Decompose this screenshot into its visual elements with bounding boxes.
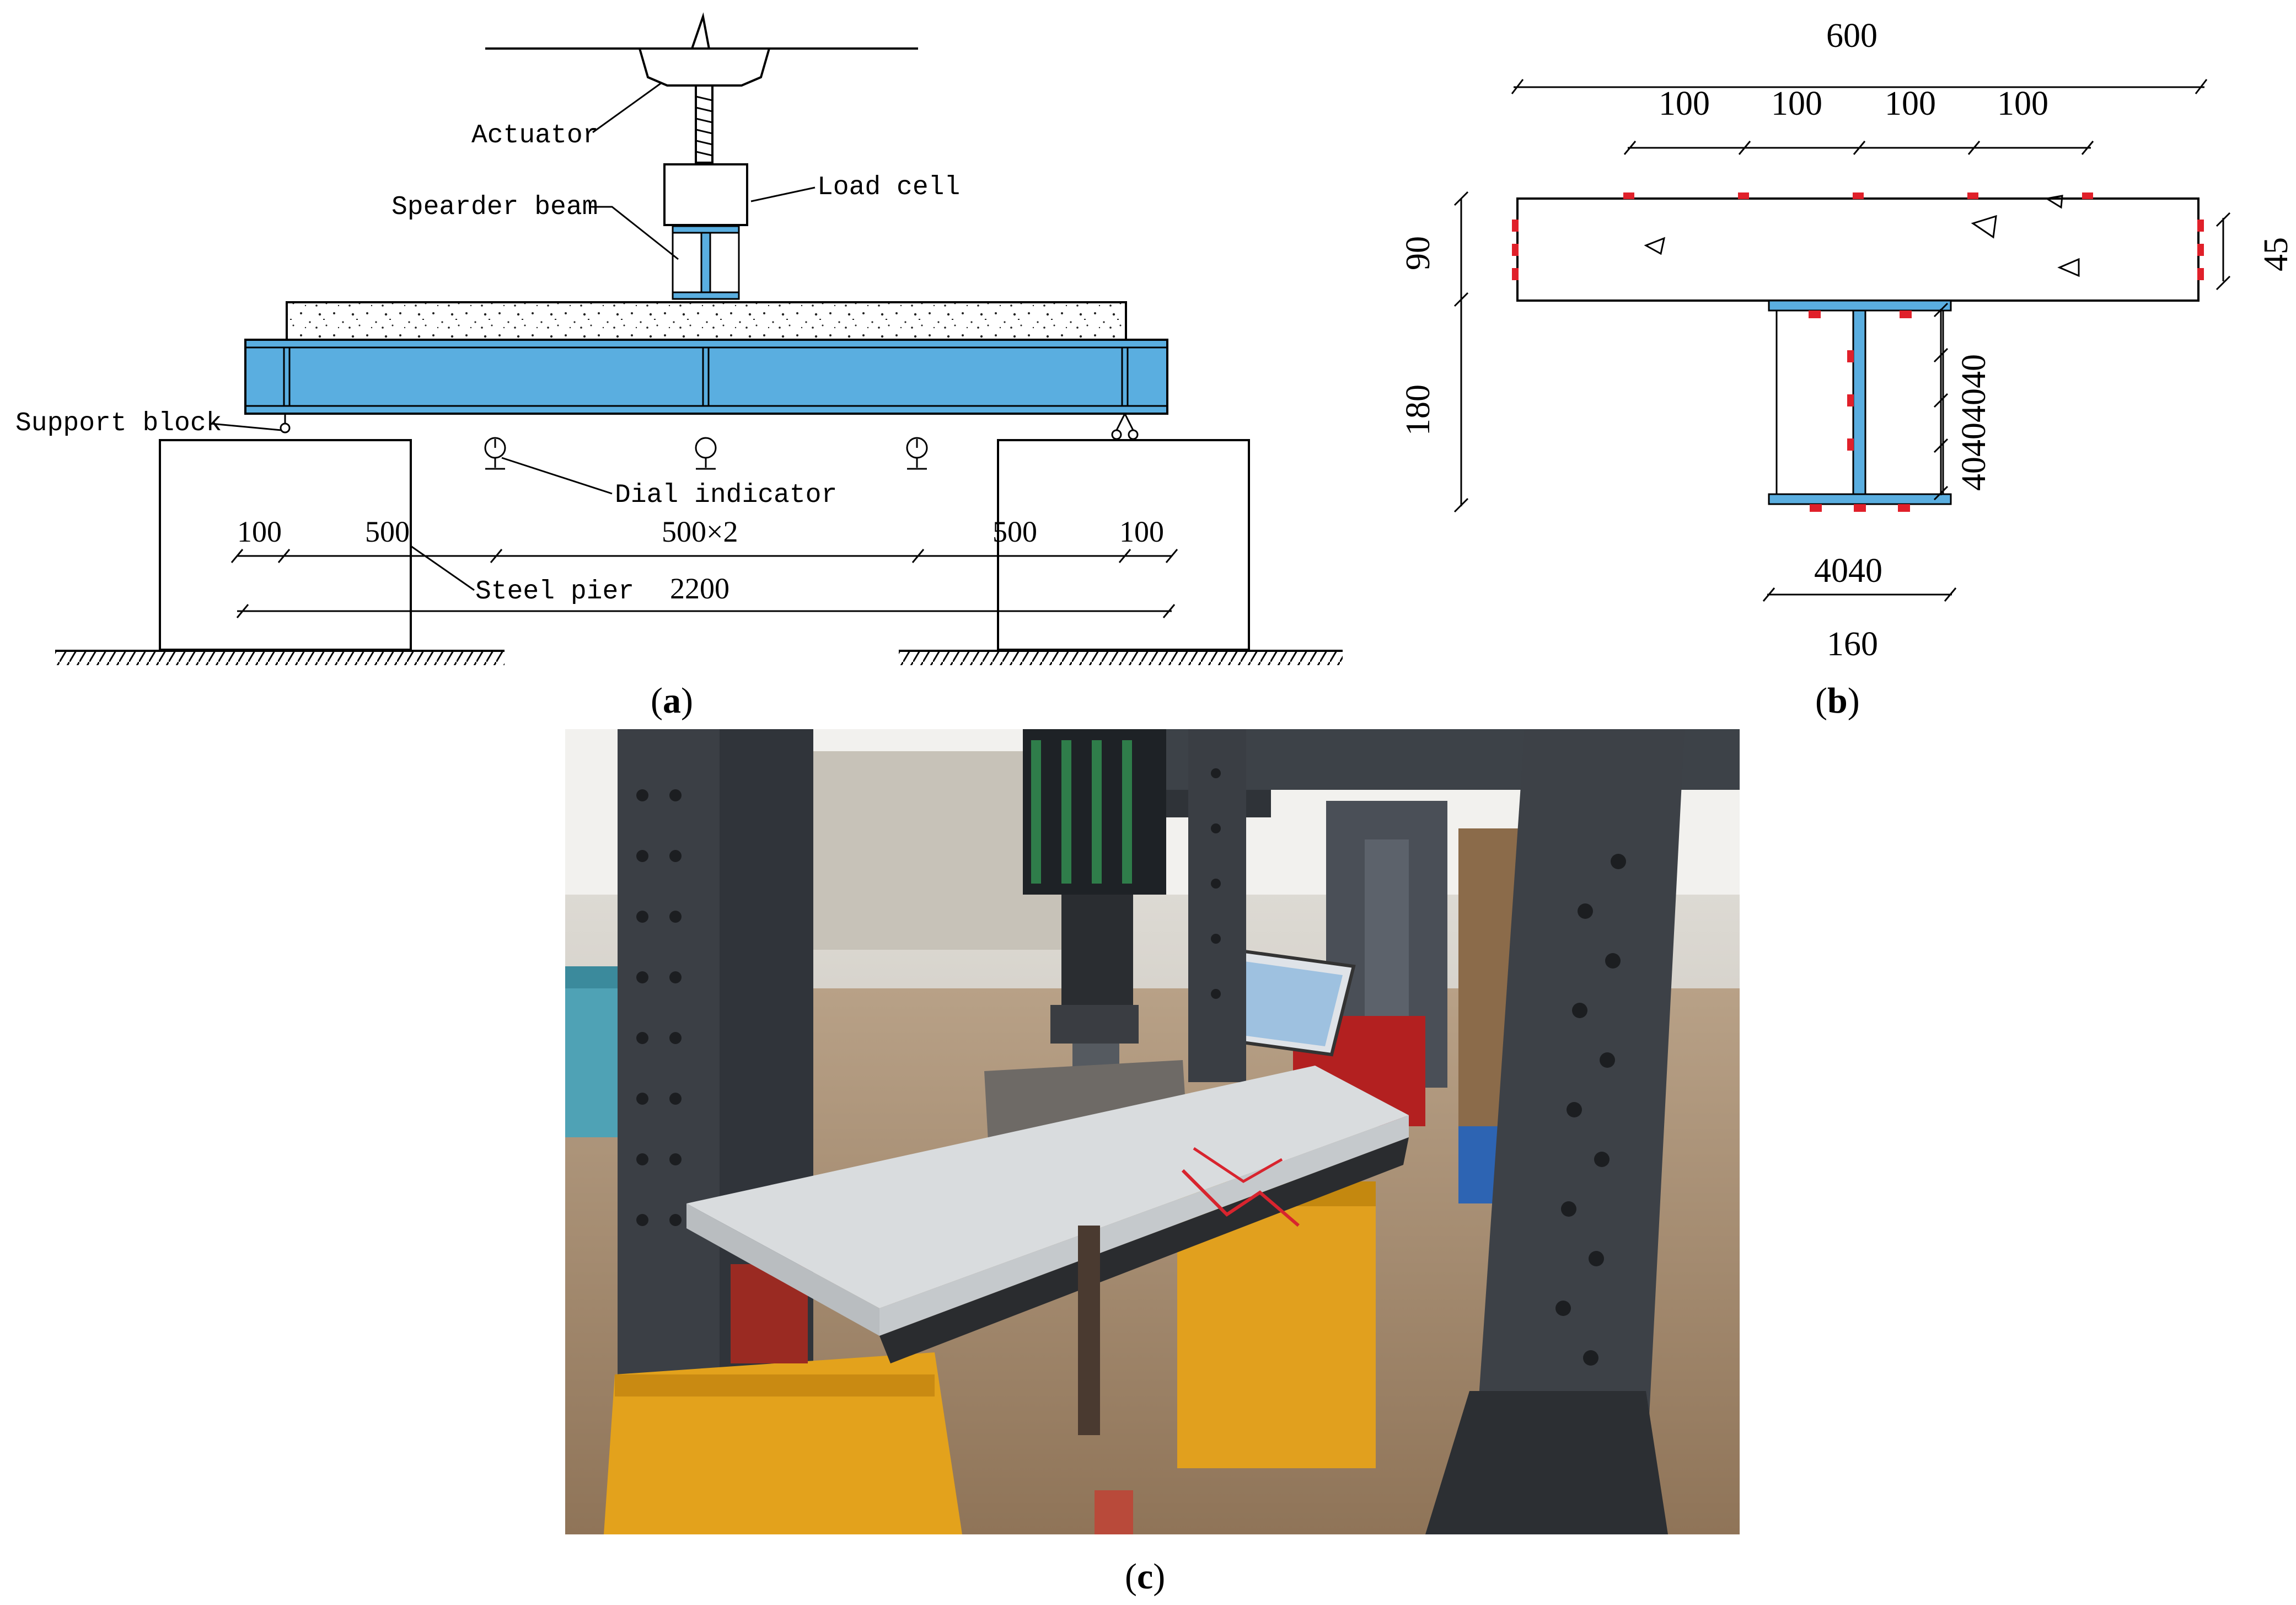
panel-b-cross-section: 600 100 100 100 100 90 180 45 40404040 4… <box>1399 17 2295 721</box>
panel-b-caption: (b) <box>1815 681 1860 721</box>
panel-a-caption: (a) <box>651 681 693 721</box>
support-left <box>280 414 291 434</box>
ground-left <box>55 650 505 665</box>
dial-indicator-2 <box>695 437 717 470</box>
dial-indicator-3 <box>906 437 928 470</box>
concrete-slab <box>286 301 1127 341</box>
steel-pier-right <box>997 439 1250 651</box>
reaction-frame-top <box>485 12 918 87</box>
dim-b-180: 180 <box>1399 384 1437 436</box>
dim-a-500-left: 500 <box>365 515 410 548</box>
leader-lines-a <box>210 82 816 591</box>
panel-c-caption: (c) <box>1125 1556 1165 1597</box>
panel-a-elevation: Actuator Load cell Spearder beam Support… <box>15 12 1343 721</box>
steel-pier-left <box>159 439 412 651</box>
spreader-beam-label: Spearder beam <box>391 192 598 222</box>
dim-b-600: 600 <box>1826 17 1877 55</box>
dim-b-web-40s: 40404040 <box>1955 354 1993 491</box>
dim-a-500x2: 500×2 <box>662 515 738 548</box>
load-cell-label: Load cell <box>817 173 960 202</box>
dim-b-100-2: 100 <box>1771 85 1822 122</box>
actuator-label: Actuator <box>471 121 598 151</box>
support-block-label: Support block <box>15 409 222 438</box>
panel-c-photo: (c) <box>565 729 1740 1597</box>
spreader-beam <box>672 225 740 300</box>
steel-i-section <box>1768 299 1952 505</box>
dim-a-500-right: 500 <box>993 515 1037 548</box>
dim-b-100-1: 100 <box>1659 85 1710 122</box>
dial-indicator-1 <box>484 437 506 470</box>
dim-b-160: 160 <box>1827 625 1878 663</box>
ground-right <box>899 650 1343 665</box>
slab-section <box>1516 197 2200 302</box>
steel-girder <box>244 339 1168 415</box>
dial-indicator-label: Dial indicator <box>615 480 837 510</box>
dim-b-100-3: 100 <box>1885 85 1936 122</box>
dim-a-100-right: 100 <box>1119 515 1164 548</box>
dim-a-total: 2200 <box>670 572 729 605</box>
actuator-rod <box>695 84 714 164</box>
steel-pier-label: Steel pier <box>475 577 634 607</box>
dim-b-bottom-40s: 4040 <box>1814 552 1882 590</box>
aggregate-marks <box>1644 195 2080 277</box>
dim-b-45: 45 <box>2257 237 2295 271</box>
support-right <box>1111 413 1139 440</box>
strain-gauges <box>1512 192 2204 512</box>
dim-b-100-4: 100 <box>1997 85 2048 122</box>
dimension-lines-b <box>1453 79 2231 602</box>
load-cell <box>663 163 748 226</box>
dim-b-90: 90 <box>1399 236 1437 270</box>
dim-a-100-left: 100 <box>237 515 282 548</box>
dimension-lines-a <box>230 549 1178 618</box>
